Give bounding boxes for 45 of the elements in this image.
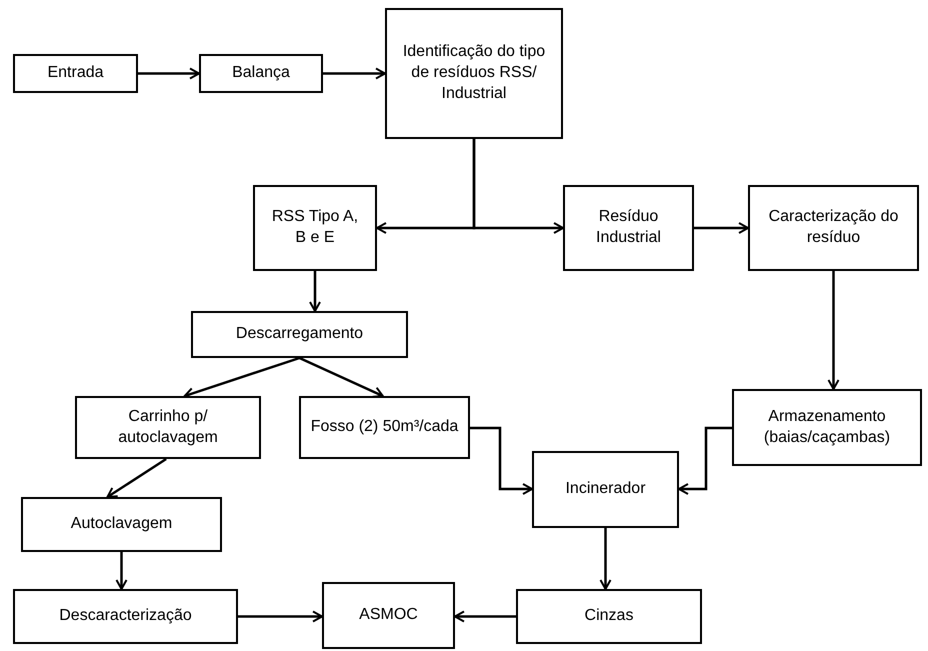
step-label: Fosso (2) 50m³/cada xyxy=(310,417,458,438)
step-label: Autoclavagem xyxy=(70,514,172,534)
step-label: Carrinho p/ autoclavagem xyxy=(117,406,219,448)
process-box xyxy=(563,185,694,271)
step-label: Descaracterização xyxy=(59,606,192,626)
arrow xyxy=(138,68,200,80)
arrow xyxy=(472,139,564,234)
step-label: Entrada xyxy=(47,63,104,84)
arrow xyxy=(694,222,749,234)
arrow xyxy=(828,271,840,390)
process-box xyxy=(532,451,679,528)
step-label: ASMOC xyxy=(359,605,418,626)
process-box xyxy=(191,311,408,358)
step-label: Incinerador xyxy=(565,479,646,500)
step-label: Balança xyxy=(232,63,290,84)
arrow xyxy=(323,68,386,80)
step-label: Armazenamento (baias/caçambas) xyxy=(762,406,892,448)
process-box xyxy=(732,389,922,466)
arrow xyxy=(600,528,612,590)
arrow xyxy=(298,356,384,398)
process-box xyxy=(516,589,702,644)
step-label: Caracterização do resíduo xyxy=(768,207,900,248)
process-box xyxy=(299,396,470,459)
process-box xyxy=(199,54,323,93)
process-box xyxy=(748,185,919,271)
process-box xyxy=(253,185,377,271)
arrow xyxy=(238,610,323,622)
process-box xyxy=(21,497,222,552)
arrow xyxy=(184,356,300,399)
step-label: Identificação do tipo de resíduos RSS/ Industrial xyxy=(402,42,546,104)
arrow xyxy=(470,426,533,495)
step-label: Cinzas xyxy=(584,606,634,626)
arrow xyxy=(116,552,128,590)
arrow xyxy=(454,610,516,622)
process-box xyxy=(75,396,261,459)
step-label: Descarregamento xyxy=(236,324,364,344)
process-box xyxy=(13,589,238,644)
step-label: RSS Tipo A, B e E xyxy=(270,207,360,248)
arrow xyxy=(106,458,167,498)
arrow xyxy=(309,271,321,312)
arrow xyxy=(678,426,732,495)
process-box xyxy=(385,8,563,139)
step-label: Resíduo Industrial xyxy=(595,207,662,248)
process-box xyxy=(322,582,455,649)
process-box xyxy=(13,54,138,93)
